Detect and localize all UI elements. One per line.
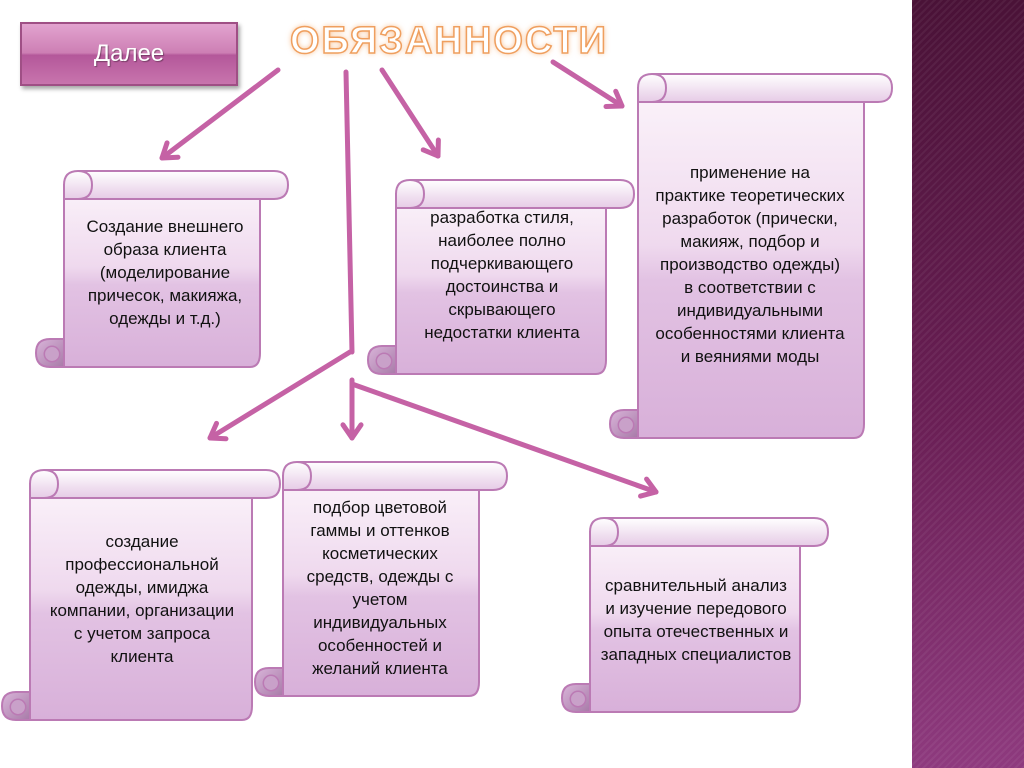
duty-scroll-5: подбор цветовой гаммы и оттенков космети… [253, 448, 509, 708]
arrow-line-4 [343, 69, 355, 355]
scroll-body [637, 87, 865, 439]
arrow-head-5 [207, 420, 229, 442]
arrow-line-1 [159, 67, 281, 161]
page-title: ОБЯЗАННОСТИ [289, 19, 608, 63]
scroll-curl-inner [262, 674, 280, 692]
arrow-line-7 [349, 381, 659, 495]
scroll-shape [366, 179, 636, 375]
arrow-head-7 [638, 476, 659, 499]
next-button-label: Далее [93, 40, 165, 67]
scroll-shape [0, 469, 282, 721]
duty-text-1: Создание внешнего образа клиента (модели… [86, 216, 244, 328]
scroll-curl-inner [617, 416, 635, 434]
arrow-head-3 [603, 88, 625, 110]
scroll-shape [253, 461, 509, 697]
scroll-top-curl [409, 179, 426, 209]
scroll-curl-inner [375, 352, 393, 370]
scroll-shape [560, 517, 830, 713]
duty-text-5: подбор цветовой гаммы и оттенков космети… [306, 498, 454, 678]
scroll-top-curl [43, 469, 60, 499]
arrow-line-3 [550, 59, 625, 109]
scroll-top-roll [63, 170, 290, 200]
scroll-body [395, 193, 607, 375]
scroll-top-curl [651, 73, 668, 103]
duty-scroll-1: Создание внешнего образа клиента (модели… [34, 157, 290, 379]
arrow-line-5 [207, 349, 353, 441]
scroll-top-roll [589, 517, 830, 547]
scroll-curl-inner [569, 690, 587, 708]
arrow-head-1 [159, 140, 181, 161]
scroll-top-roll [282, 461, 509, 491]
scroll-curl-inner [9, 698, 27, 716]
scroll-top-curl [603, 517, 620, 547]
scroll-top-roll [29, 469, 282, 499]
scroll-top-curl [296, 461, 313, 491]
duty-text-2: разработка стиля, наиболее полно подчерк… [424, 208, 580, 342]
scroll-body [589, 531, 801, 713]
scroll-shape [608, 73, 894, 439]
scroll-top-roll [637, 73, 894, 103]
duty-scroll-3: применение на практике теоретических раз… [608, 60, 894, 450]
arrow-line-2 [379, 67, 441, 159]
scroll-body [282, 475, 480, 697]
next-button[interactable]: Далее [20, 22, 238, 86]
scroll-shape [34, 170, 290, 368]
duty-text-6: сравнительный анализ и изучение передово… [600, 576, 792, 664]
scroll-top-roll [395, 179, 636, 209]
duty-scroll-6: сравнительный анализ и изучение передово… [560, 504, 830, 724]
scroll-body [29, 483, 253, 721]
scroll-top-curl [77, 170, 94, 200]
arrow-head-2 [420, 137, 441, 159]
duty-text-4: создание профессиональной одежды, имиджа… [49, 532, 235, 666]
side-stripe [912, 0, 1024, 768]
scroll-curl-inner [43, 345, 61, 363]
duty-text-3: применение на практике теоретических раз… [655, 162, 845, 366]
duty-scroll-2: разработка стиля, наиболее полно подчерк… [366, 166, 636, 386]
duty-scroll-4: создание профессиональной одежды, имиджа… [0, 456, 282, 732]
arrow-head-6 [340, 422, 364, 441]
scroll-body [63, 184, 261, 368]
